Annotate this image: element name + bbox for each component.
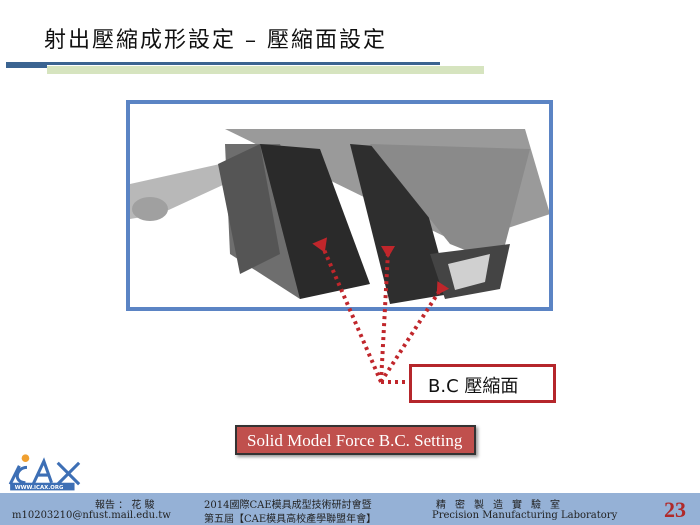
presenter-name: 報告 ： 花 駿	[95, 500, 155, 511]
footer-bar	[0, 493, 700, 525]
conference-line2: 第五屆【CAE模具高校產學聯盟年會】	[204, 514, 377, 525]
slide-title: 射出壓縮成形設定 – 壓縮面設定	[44, 28, 387, 53]
callout-label: B.C 壓縮面	[409, 364, 556, 403]
mold-model-illustration	[130, 104, 549, 307]
icax-logo: WWW.ICAX.ORG	[8, 454, 81, 491]
title-underline-accent	[6, 63, 47, 68]
title-underline-green	[47, 66, 484, 74]
conference-line1: 2014國際CAE模具成型技術研討會暨	[204, 500, 372, 511]
page-number: 23	[664, 497, 686, 522]
figure-caption: Solid Model Force B.C. Setting	[235, 425, 476, 455]
title-underline	[6, 62, 440, 65]
lab-name-en: Precision Manufacturing Laboratory	[432, 510, 618, 521]
model-image	[126, 100, 553, 311]
presenter-email: m10203210@nfust.mail.edu.tw	[12, 510, 171, 521]
lab-name-zh: 精密製造實驗室	[436, 500, 569, 511]
logo-url: WWW.ICAX.ORG	[15, 485, 64, 491]
